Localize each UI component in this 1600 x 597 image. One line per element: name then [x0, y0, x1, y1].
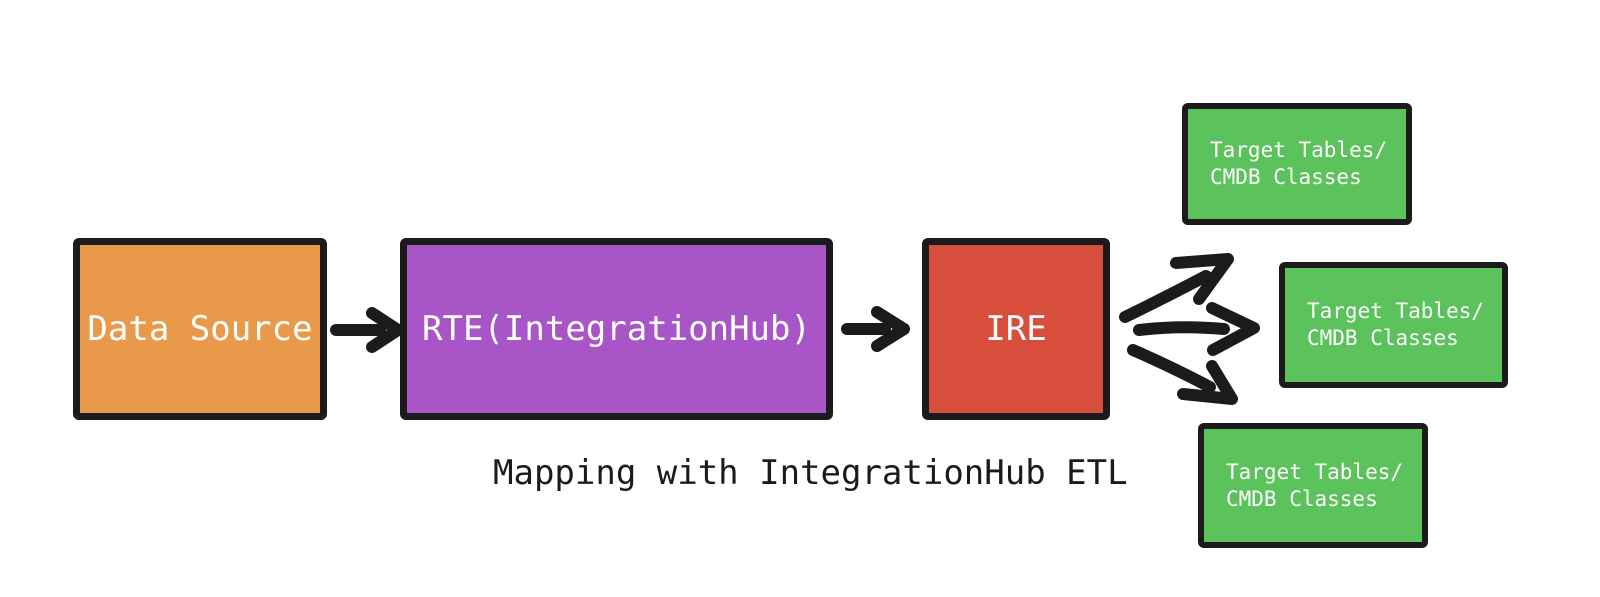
node-target-tables-middle: Target Tables/ CMDB Classes — [1279, 262, 1508, 388]
arrow-ire-to-target-middle-icon — [1133, 302, 1260, 356]
arrow-ire-to-target-bottom-icon — [1127, 344, 1238, 405]
node-target-tables-bottom-label: Target Tables/ CMDB Classes — [1226, 459, 1404, 511]
diagram-caption: Mapping with IntegrationHub ETL — [493, 453, 1128, 493]
arrow-data-source-to-rte-icon — [330, 307, 404, 353]
arrow-rte-to-ire-icon — [841, 306, 910, 352]
node-target-tables-top-label: Target Tables/ CMDB Classes — [1210, 138, 1388, 189]
node-ire: IRE — [922, 238, 1110, 420]
node-data-source-label: Data Source — [87, 309, 313, 349]
node-rte-integrationhub: RTE(IntegrationHub) — [400, 238, 833, 420]
node-target-tables-bottom: Target Tables/ CMDB Classes — [1198, 423, 1428, 548]
node-ire-label: IRE — [985, 309, 1047, 349]
arrow-ire-to-target-top-icon — [1119, 253, 1234, 323]
node-data-source: Data Source — [73, 238, 327, 420]
node-target-tables-top: Target Tables/ CMDB Classes — [1182, 103, 1412, 225]
node-rte-label: RTE(IntegrationHub) — [422, 309, 811, 349]
node-target-tables-middle-label: Target Tables/ CMDB Classes — [1307, 299, 1485, 350]
